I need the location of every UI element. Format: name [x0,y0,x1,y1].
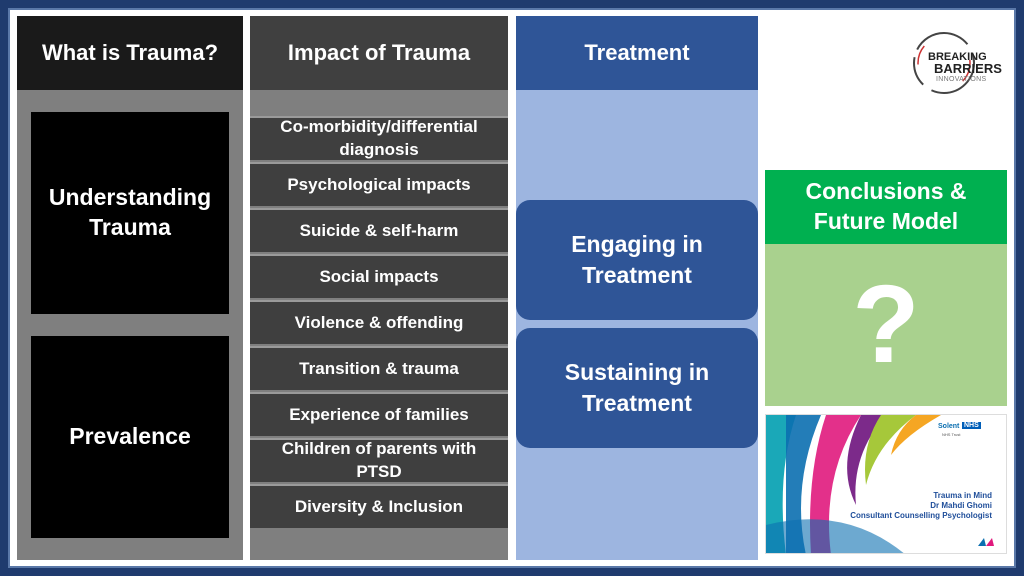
impact-item-social[interactable]: Social impacts [250,254,508,298]
impact-items-list: Co-morbidity/differential diagnosis Psyc… [250,116,508,528]
thumbnail-footer-mark-icon [978,538,994,546]
question-mark-icon: ? [852,262,920,386]
prevalence-box[interactable]: Prevalence [31,336,229,538]
logo-line2: BARRIERS [934,61,1002,76]
sustaining-treatment-box[interactable]: Sustaining in Treatment [516,328,758,448]
understanding-trauma-box[interactable]: Understanding Trauma [31,112,229,314]
thumbnail-swoosh-graphic [766,415,941,553]
logo-line3: INNOVATIONS [936,76,987,83]
impact-item-diversity[interactable]: Diversity & Inclusion [250,484,508,528]
impact-item-comorbidity[interactable]: Co-morbidity/differential diagnosis [250,116,508,160]
thumbnail-org-sub: NHS Trust [942,432,961,437]
conclusions-bg [765,244,1007,406]
header-what-is-trauma[interactable]: What is Trauma? [17,16,243,90]
thumbnail-role: Consultant Counselling Psychologist [850,511,992,520]
trauma-in-mind-thumbnail[interactable]: Solent NHS NHS Trust Trauma in Mind Dr M… [765,414,1007,554]
engaging-treatment-box[interactable]: Engaging in Treatment [516,200,758,320]
header-treatment[interactable]: Treatment [516,16,758,90]
impact-item-psychological[interactable]: Psychological impacts [250,162,508,206]
logo-line1: BREAKING [928,51,987,63]
column-treatment-bg [516,90,758,560]
nhs-logo-icon: NHS [962,422,981,429]
impact-item-suicide[interactable]: Suicide & self-harm [250,208,508,252]
breaking-barriers-logo: BREAKING BARRIERS INNOVATIONS [910,28,1006,98]
header-impact-of-trauma[interactable]: Impact of Trauma [250,16,508,90]
impact-item-violence[interactable]: Violence & offending [250,300,508,344]
conclusions-header[interactable]: Conclusions & Future Model [765,170,1007,244]
logo-ring-icon [913,32,975,94]
thumbnail-title: Trauma in Mind [933,491,992,500]
impact-item-families[interactable]: Experience of families [250,392,508,436]
thumbnail-author: Dr Mahdi Ghomi [930,501,992,510]
impact-item-transition[interactable]: Transition & trauma [250,346,508,390]
thumbnail-org: Solent [938,423,960,430]
impact-item-children-ptsd[interactable]: Children of parents with PTSD [250,438,508,482]
